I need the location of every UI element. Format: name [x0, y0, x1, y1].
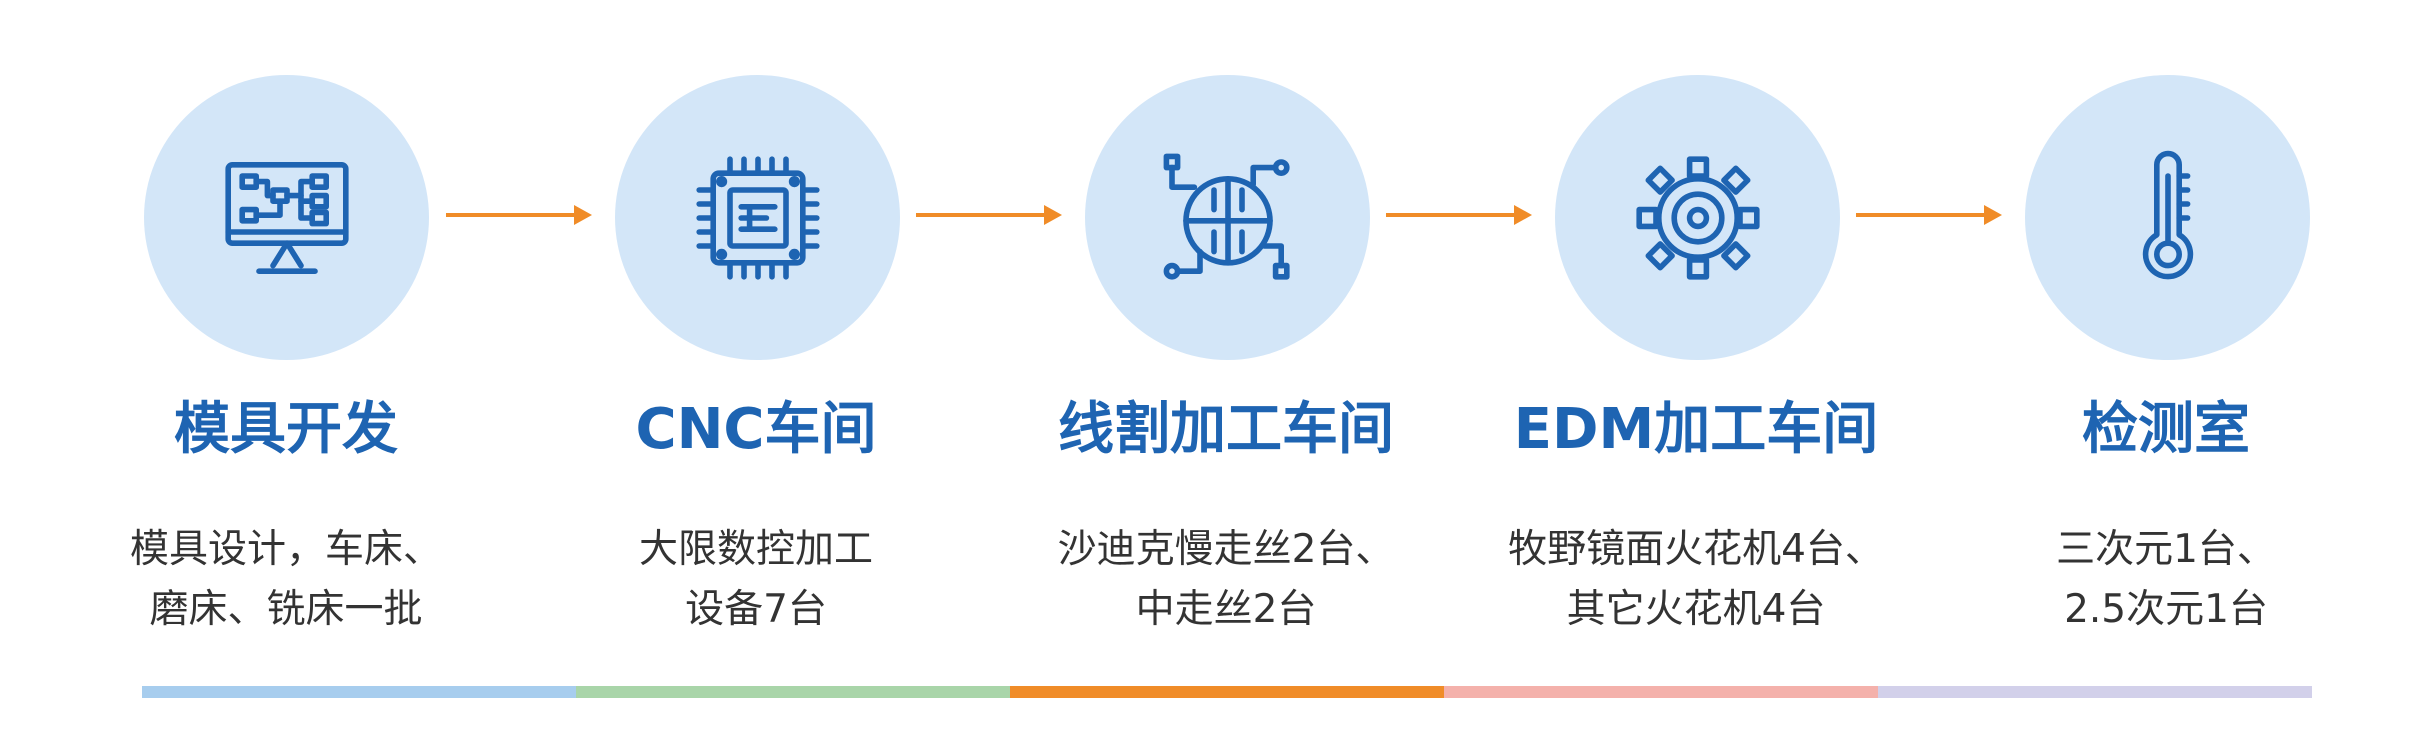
cpu-chip-icon	[695, 155, 820, 280]
step-4-desc: 牧野镜面火花机4台、 其它火花机4台	[1476, 520, 1916, 640]
step-5-desc-line-1: 三次元1台、	[2056, 527, 2276, 572]
monitor-circuit-icon	[224, 161, 349, 274]
step-3-desc: 沙迪克慢走丝2台、 中走丝2台	[1006, 520, 1446, 640]
step-1-desc-line-2: 磨床、铣床一批	[149, 587, 423, 632]
bar-segment-1	[142, 686, 576, 698]
circuit-brain-icon	[1163, 153, 1290, 280]
step-1-title: 模具开发	[174, 397, 398, 462]
step-3-title: 线割加工车间	[1058, 397, 1394, 462]
step-2-title: CNC车间	[635, 397, 877, 462]
thermometer-icon	[2142, 150, 2193, 279]
arrow-4-5	[1856, 205, 2002, 225]
step-1-desc: 模具设计，车床、 磨床、铣床一批	[66, 520, 506, 640]
step-4-desc-line-2: 其它火花机4台	[1566, 587, 1826, 632]
step-1-desc-line-1: 模具设计，车床、	[129, 527, 442, 572]
bar-segment-2	[576, 686, 1010, 698]
step-4-desc-line-1: 牧野镜面火花机4台、	[1508, 527, 1884, 572]
step-2-circle	[615, 75, 900, 360]
step-3-circle	[1085, 75, 1370, 360]
step-2-desc: 大限数控加工 设备7台	[536, 520, 976, 640]
step-4-title: EDM加工车间	[1513, 397, 1879, 462]
bar-segment-4	[1444, 686, 1878, 698]
step-2-desc-line-1: 大限数控加工	[638, 527, 873, 572]
arrow-3-4	[1386, 205, 1532, 225]
step-3-desc-line-1: 沙迪克慢走丝2台、	[1057, 527, 1395, 572]
step-3-desc-line-2: 中走丝2台	[1135, 587, 1317, 632]
step-5-circle	[2025, 75, 2310, 360]
step-1-circle	[144, 75, 429, 360]
step-5-title: 检测室	[2082, 397, 2250, 462]
bar-segment-3	[1010, 686, 1444, 698]
gear-icon	[1635, 155, 1760, 280]
step-2-desc-line-2: 设备7台	[685, 587, 827, 632]
step-5-desc: 三次元1台、 2.5次元1台	[1946, 520, 2386, 640]
step-5-desc-line-2: 2.5次元1台	[2064, 587, 2268, 632]
bar-segment-5	[1878, 686, 2312, 698]
arrow-2-3	[916, 205, 1062, 225]
arrow-1-2	[446, 205, 592, 225]
step-4-circle	[1555, 75, 1840, 360]
